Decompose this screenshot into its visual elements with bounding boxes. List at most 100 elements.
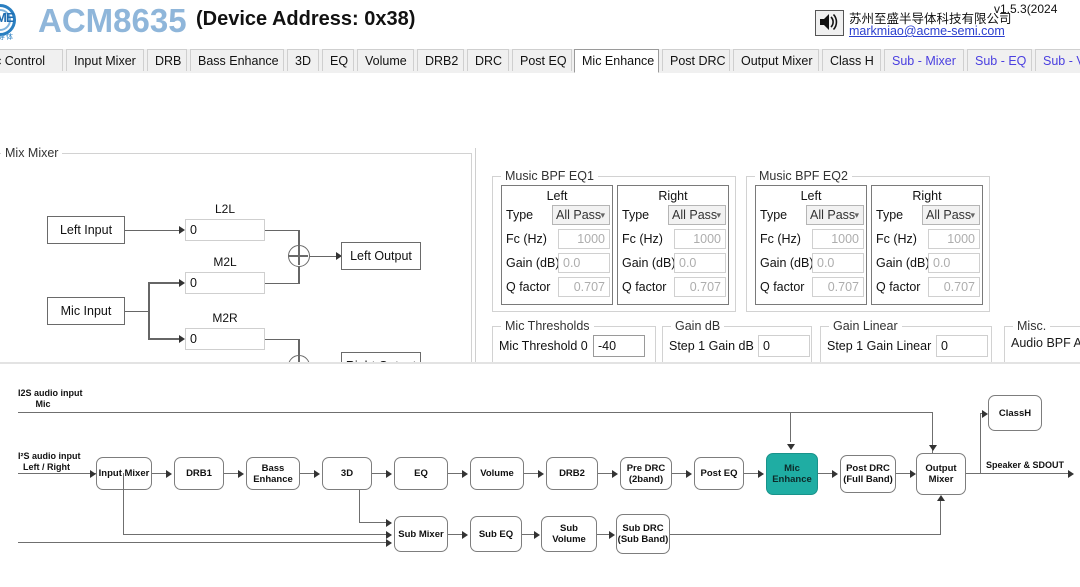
eq1-right-q-input[interactable]: 0.707: [674, 277, 726, 297]
flow-box-sub-volume[interactable]: Sub Volume: [541, 516, 597, 552]
eq2-right-fc-input[interactable]: 1000: [928, 229, 980, 249]
gain-linear-group: Gain Linear Step 1 Gain Linear 0 Step 2 …: [820, 319, 992, 362]
tab-class-h[interactable]: Class H: [822, 49, 881, 71]
music-bpf-eq1-group: Music BPF EQ1 Left Type All Pass▾ Fc (Hz…: [492, 169, 736, 312]
eq2-left-channel: Left Type All Pass▾ Fc (Hz) 1000 Gain (d…: [755, 185, 867, 305]
flow-arrow-sub-bus: [386, 538, 392, 547]
eq2-left-q-input[interactable]: 0.707: [812, 277, 864, 297]
chevron-down-icon: ▾: [854, 210, 859, 220]
tab-drc[interactable]: DRC: [467, 49, 509, 71]
tab-sub-eq[interactable]: Sub - EQ: [967, 49, 1032, 71]
flow-arrow-3: [314, 469, 320, 478]
eq2-left-fc-row: Fc (Hz) 1000: [756, 228, 866, 251]
tab-label: Sub - Mixer: [892, 54, 956, 68]
arrow-into-l2l: [179, 226, 185, 234]
flow-link-4: [372, 473, 390, 475]
flow-link-1: [152, 473, 170, 475]
flow-arrow-3d-to-sub: [386, 518, 392, 527]
flow-box-bass-enhance[interactable]: Bass Enhance: [246, 457, 300, 490]
flow-link-11: [896, 473, 914, 475]
eq1-right-type-value: All Pass: [672, 208, 718, 222]
eq2-right-fc-row: Fc (Hz) 1000: [872, 228, 982, 251]
flow-box-pre-drc[interactable]: Pre DRC (2band): [620, 457, 672, 490]
tab-3d[interactable]: 3D: [287, 49, 319, 71]
coef-input-m2r[interactable]: 0: [185, 328, 265, 350]
coef-input-m2l[interactable]: 0: [185, 272, 265, 294]
tab-input-mixer[interactable]: Input Mixer: [66, 49, 144, 71]
eq1-left-fc-input[interactable]: 1000: [558, 229, 610, 249]
tab-label: Sub - EQ: [975, 54, 1027, 68]
tab-post-eq[interactable]: Post EQ: [512, 49, 572, 71]
tab-drb[interactable]: DRB: [147, 49, 187, 71]
arrow-into-m2r: [179, 334, 185, 343]
tab-sub-mixer[interactable]: Sub - Mixer: [884, 49, 964, 71]
eq1-right-fc-input[interactable]: 1000: [674, 229, 726, 249]
eq2-right-title: Right: [912, 189, 942, 203]
mic-threshold-0-input[interactable]: -40: [593, 335, 645, 357]
logo-text: ME: [0, 10, 14, 25]
eq1-right-gain-input[interactable]: 0.0: [674, 253, 726, 273]
coef-input-l2l[interactable]: 0: [185, 219, 265, 241]
flow-box-sub-mixer[interactable]: Sub Mixer: [394, 516, 448, 552]
flow-box-sub-eq[interactable]: Sub EQ: [470, 516, 522, 552]
tab-sic-control[interactable]: sic Control: [0, 49, 63, 71]
flow-box-volume-label: Volume: [480, 468, 514, 479]
flow-box-drb1[interactable]: DRB1: [174, 457, 224, 490]
flow-sub-bus: [18, 542, 391, 544]
flow-link-9: [744, 473, 762, 475]
tab-sub-volume[interactable]: Sub - Volume: [1035, 49, 1080, 71]
arrow-into-left-output: [336, 252, 342, 260]
eq2-left-q-label: Q factor: [760, 280, 805, 294]
flow-box-classh[interactable]: ClassH: [988, 395, 1042, 431]
node-left-output-label: Left Output: [350, 249, 412, 263]
step-1-gain-linear-input[interactable]: 0: [936, 335, 988, 357]
tab-mic-enhance[interactable]: Mic Enhance: [574, 49, 659, 73]
tab-eq[interactable]: EQ: [322, 49, 354, 71]
step-1-gain-db-label: Step 1 Gain dB: [669, 339, 754, 353]
flow-mic-into-enhance: [790, 412, 792, 442]
flow-arrow-mic-down: [787, 444, 795, 450]
eq1-left-q-input[interactable]: 0.707: [558, 277, 610, 297]
flow-arrow-into-input-mixer: [90, 469, 96, 478]
eq2-right-q-input[interactable]: 0.707: [928, 277, 980, 297]
tab-bass-enhance[interactable]: Bass Enhance: [190, 49, 284, 71]
flow-box-volume[interactable]: Volume: [470, 457, 524, 490]
flow-box-output-mixer[interactable]: Output Mixer: [916, 453, 966, 495]
flow-bus-mic: [18, 412, 933, 414]
flow-sub-link-2: [522, 534, 538, 536]
tab-drb2[interactable]: DRB2: [417, 49, 464, 71]
flow-box-sub-drc[interactable]: Sub DRC (Sub Band): [616, 514, 670, 554]
eq2-left-gain-label: Gain (dB): [760, 256, 814, 270]
arrow-into-m2l: [179, 278, 185, 287]
eq1-right-type-select[interactable]: All Pass▾: [668, 205, 726, 225]
wire-m2l-up: [298, 261, 300, 283]
eq2-left-fc-input[interactable]: 1000: [812, 229, 864, 249]
eq1-left-gain-input[interactable]: 0.0: [558, 253, 610, 273]
acme-logo: ME 半导体: [0, 2, 30, 44]
flow-box-mic-enhance[interactable]: Mic Enhance: [766, 453, 818, 495]
tab-volume[interactable]: Volume: [357, 49, 414, 71]
flow-box-eq[interactable]: EQ: [394, 457, 448, 490]
tab-post-drc[interactable]: Post DRC: [662, 49, 730, 71]
flow-output-label: Speaker & SDOUT: [986, 460, 1065, 470]
eq1-left-type-select[interactable]: All Pass▾: [552, 205, 610, 225]
flow-link-8: [672, 473, 690, 475]
eq2-left-type-select[interactable]: All Pass▾: [806, 205, 864, 225]
wire-mic-to-m2l: [148, 282, 182, 284]
flow-box-drb2[interactable]: DRB2: [546, 457, 598, 490]
tab-label: Input Mixer: [74, 54, 136, 68]
eq2-left-title: Left: [800, 189, 822, 203]
gain-db-label: Gain dB: [671, 319, 725, 333]
eq2-left-gain-input[interactable]: 0.0: [812, 253, 864, 273]
step-1-gain-db-input[interactable]: 0: [758, 335, 810, 357]
flow-box-post-eq[interactable]: Post EQ: [694, 457, 744, 490]
eq2-right-type-select[interactable]: All Pass▾: [922, 205, 980, 225]
eq2-right-gain-input[interactable]: 0.0: [928, 253, 980, 273]
tab-output-mixer[interactable]: Output Mixer: [733, 49, 819, 71]
company-email-link[interactable]: markmiao@acme-semi.com: [849, 24, 1005, 38]
flow-box-post-drc[interactable]: Post DRC (Full Band): [840, 455, 896, 493]
flow-box-3d[interactable]: 3D: [322, 457, 372, 490]
flow-link-7: [598, 473, 616, 475]
flow-link-6: [524, 473, 542, 475]
